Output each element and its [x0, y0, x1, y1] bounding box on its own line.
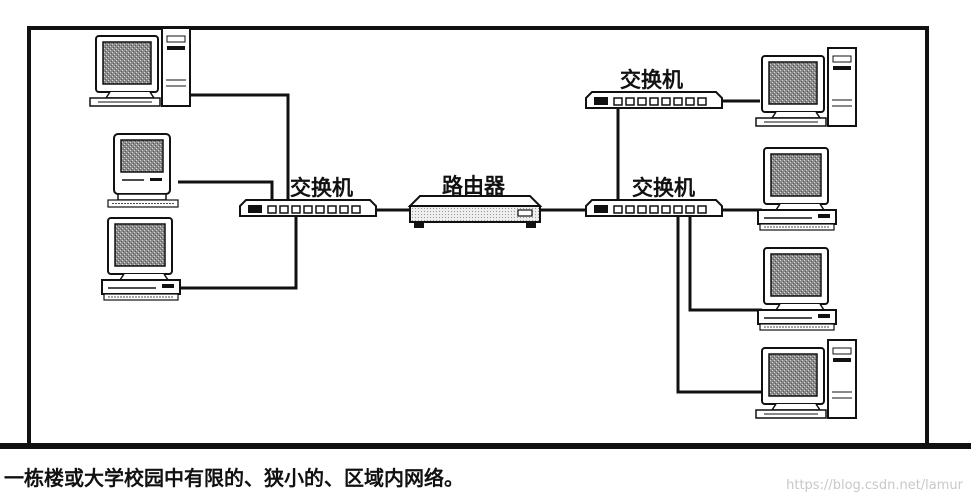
- router-label: 路由器: [442, 174, 505, 198]
- left-switch-label: 交换机: [290, 176, 353, 200]
- computer-icon: [757, 247, 837, 331]
- caption: 一栋楼或大学校园中有限的、狭小的、区域内网络。: [4, 466, 464, 490]
- computer-icon: [755, 339, 857, 419]
- cable-left-top: [188, 93, 290, 206]
- watermark: https://blog.csdn.net/lamur: [786, 478, 963, 493]
- cable-right-4: [676, 214, 762, 394]
- switch-icon: [585, 199, 723, 217]
- switch-icon: [239, 199, 377, 217]
- network-diagram: [89, 27, 857, 419]
- cable-right-3: [688, 214, 762, 312]
- computer-icon: [101, 217, 181, 301]
- router-icon: [407, 195, 543, 228]
- switch-icon: [585, 91, 723, 109]
- divider: [0, 443, 971, 449]
- computer-icon: [757, 147, 837, 231]
- right-mid-switch-label: 交换机: [632, 176, 695, 200]
- right-top-switch-label: 交换机: [620, 68, 683, 92]
- computer-icon: [755, 47, 857, 127]
- cables: [178, 93, 762, 394]
- cable-left-bottom: [178, 212, 298, 290]
- computer-icon: [89, 27, 191, 107]
- computer-icon: [107, 133, 179, 208]
- cable-left-mid: [178, 180, 274, 206]
